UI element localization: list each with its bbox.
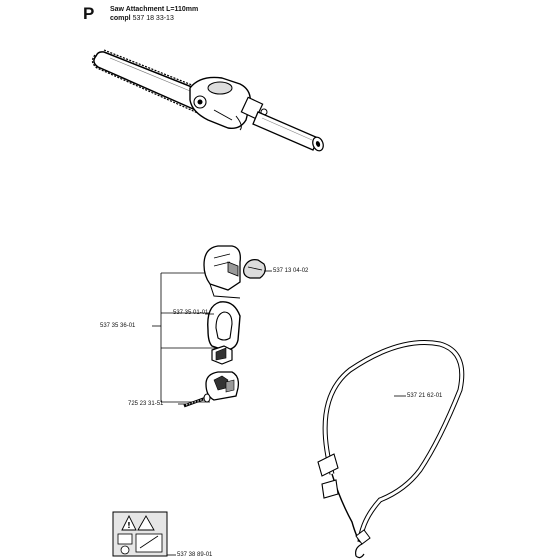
drive-shaft	[252, 111, 324, 152]
kit-bracket	[152, 272, 218, 403]
compl-label: compl	[110, 15, 131, 22]
cover-cap	[243, 259, 272, 279]
saw-attachment	[91, 49, 324, 152]
clip-part	[205, 301, 241, 351]
assembly-number: compl 537 18 33-13	[110, 15, 174, 22]
svg-text:!: !	[127, 521, 131, 530]
section-letter: P	[83, 4, 95, 23]
tool-holder-part	[203, 245, 241, 299]
screw-part	[178, 393, 211, 408]
diagram-title: Saw Attachment L=110mm	[110, 6, 199, 13]
part-number-screw: 725 23 31-51	[128, 401, 164, 407]
lower-clamp-part	[205, 371, 240, 401]
part-number-cover: 537 13 04-02	[273, 268, 309, 274]
gear-head	[189, 76, 268, 131]
harness-strap	[317, 339, 465, 559]
part-number-harness: 537 21 62-01	[407, 393, 443, 399]
part-number-decal: 537 38 89-01	[177, 552, 213, 558]
chain-bar	[91, 49, 214, 115]
warning-decal: !	[112, 511, 176, 557]
part-number-clip: 537 35 01-01	[173, 310, 209, 316]
small-latch-part	[211, 345, 233, 365]
part-number-kit: 537 35 36-01	[100, 323, 136, 329]
compl-number: 537 18 33-13	[132, 15, 174, 22]
